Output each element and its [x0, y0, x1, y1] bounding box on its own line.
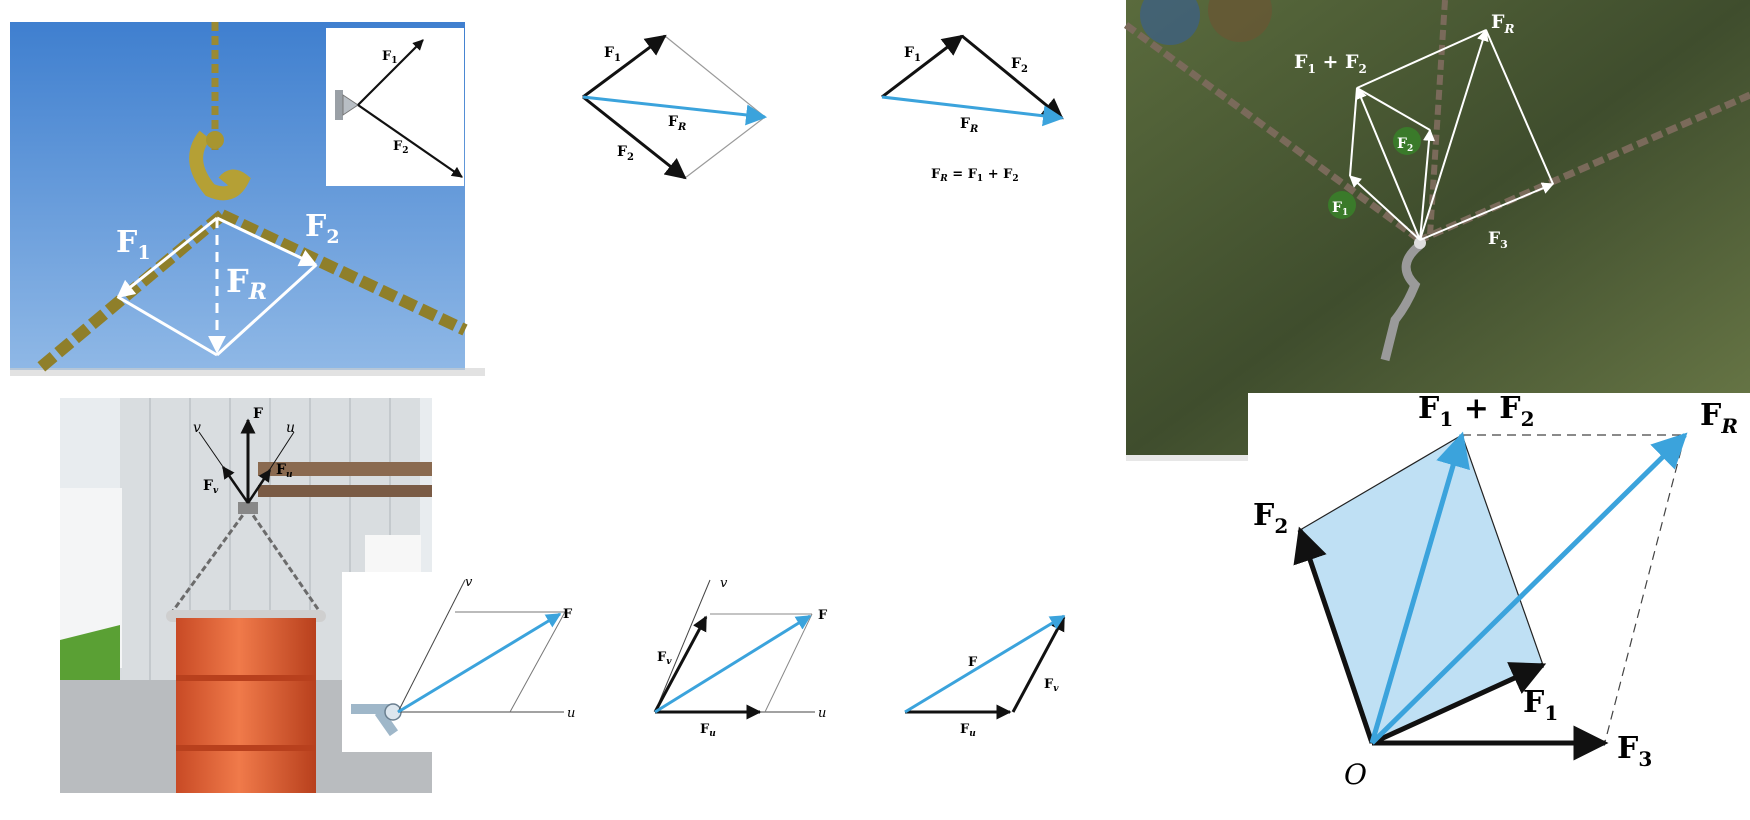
decomposition-axes-diagram: F v u	[397, 575, 575, 721]
parallelogram-diagram: F1 F2 FR	[582, 34, 768, 180]
svg-text:F1: F1	[1332, 200, 1348, 218]
chain-hook-photo: F1 F2 FR F1 F2	[10, 22, 485, 376]
decomposition-components-diagram: F v u Fv Fu	[653, 576, 828, 739]
svg-text:u: u	[567, 706, 575, 721]
svg-text:F1: F1	[1523, 685, 1558, 725]
svg-text:FR: FR	[226, 262, 267, 305]
svg-text:v: v	[465, 575, 473, 590]
svg-text:u: u	[286, 420, 295, 436]
svg-text:F2: F2	[393, 139, 409, 156]
svg-text:Fu: Fu	[960, 722, 976, 739]
svg-text:F3: F3	[1617, 731, 1652, 771]
svg-text:v: v	[193, 420, 201, 436]
svg-text:Fv: Fv	[1044, 677, 1059, 694]
svg-text:v: v	[720, 576, 728, 591]
svg-text:F2: F2	[305, 209, 340, 248]
svg-text:F2: F2	[1397, 136, 1413, 154]
resultant-equation: FR = F1 + F2	[931, 167, 1019, 184]
triangle-rule-diagram: F1 F2 FR FR = F1 + F2	[881, 34, 1065, 184]
svg-text:F1: F1	[116, 225, 151, 264]
svg-text:F2: F2	[1011, 56, 1028, 75]
svg-text:F2: F2	[617, 144, 634, 163]
svg-text:Fv: Fv	[203, 478, 219, 496]
svg-text:FR: FR	[1700, 398, 1738, 438]
svg-text:F: F	[818, 608, 828, 623]
svg-text:FR: FR	[668, 114, 686, 133]
svg-text:F: F	[563, 607, 573, 622]
svg-text:F1: F1	[604, 45, 621, 64]
svg-text:FR: FR	[960, 116, 978, 135]
decomposition-triangle-diagram: F Fv Fu	[904, 614, 1066, 739]
svg-text:F: F	[968, 655, 978, 670]
svg-text:F: F	[253, 406, 263, 422]
svg-text:u: u	[818, 706, 826, 721]
svg-text:Fu: Fu	[276, 462, 293, 480]
three-force-diagram: F2 F1 F3 FR F1 + F2 O	[1248, 391, 1750, 820]
svg-text:F2: F2	[1253, 498, 1288, 538]
svg-text:FR: FR	[1491, 11, 1515, 36]
wall-bracket-icon	[335, 90, 359, 120]
svg-text:Fv: Fv	[657, 650, 672, 667]
svg-text:O: O	[1344, 758, 1367, 791]
svg-text:F1: F1	[904, 45, 921, 64]
svg-text:F3: F3	[1488, 229, 1508, 251]
svg-text:Fu: Fu	[700, 722, 716, 739]
svg-text:F1: F1	[382, 49, 398, 66]
svg-text:F1 + F2: F1 + F2	[1294, 51, 1367, 76]
barrel-hoist-photo: F v u Fv Fu	[60, 398, 566, 793]
svg-text:F1 + F2: F1 + F2	[1418, 391, 1535, 431]
